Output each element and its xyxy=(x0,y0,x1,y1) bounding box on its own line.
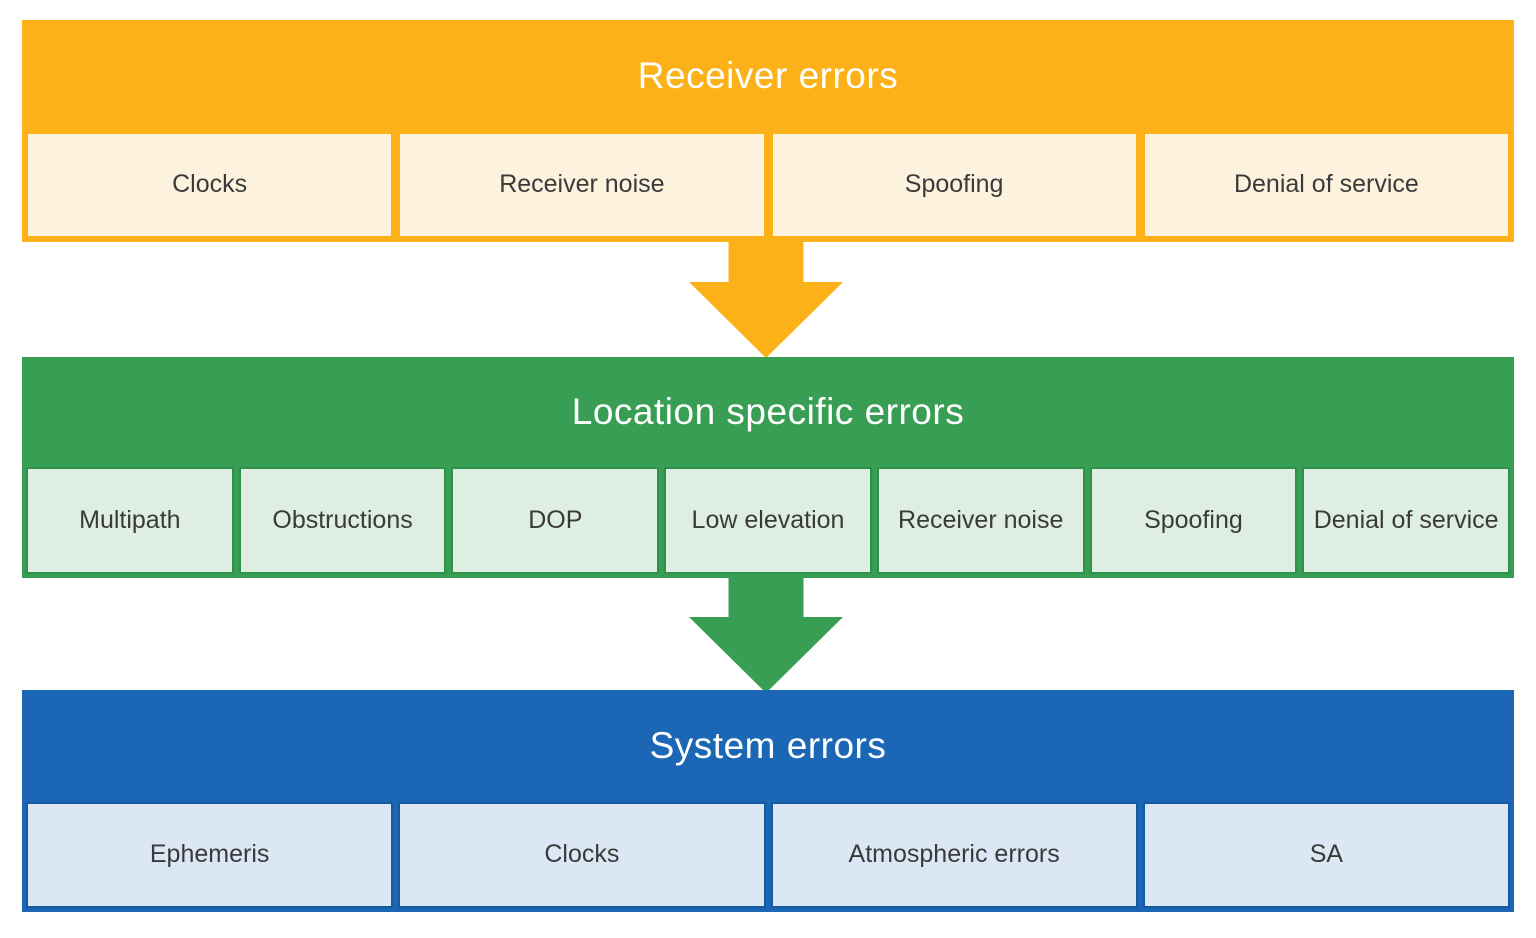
cell-dop: DOP xyxy=(451,467,660,574)
cell-clocks: Clocks xyxy=(398,802,766,908)
cell-denial-of-service: Denial of service xyxy=(1142,132,1510,238)
location-specific-errors-title: Location specific errors xyxy=(571,391,965,432)
cell-receiver-noise: Receiver noise xyxy=(398,132,766,238)
cell-multipath: Multipath xyxy=(26,467,234,574)
down-arrow-orange xyxy=(689,242,843,358)
receiver-errors-title: Receiver errors xyxy=(637,55,899,96)
cell-clocks: Clocks xyxy=(26,132,394,238)
cell-low-elevation: Low elevation xyxy=(664,467,872,574)
cell-spoofing: Spoofing xyxy=(770,132,1138,238)
receiver-errors-band: Receiver errors Clocks Receiver noise Sp… xyxy=(22,20,1514,242)
location-specific-errors-cells: Multipath Obstructions DOP Low elevation… xyxy=(26,467,1510,574)
cell-ephemeris: Ephemeris xyxy=(26,802,394,908)
location-specific-errors-band: Location specific errors Multipath Obstr… xyxy=(22,357,1514,578)
cell-obstructions: Obstructions xyxy=(238,467,447,574)
cell-atmospheric-errors: Atmospheric errors xyxy=(770,802,1138,908)
cell-sa: SA xyxy=(1142,802,1510,908)
cell-spoofing: Spoofing xyxy=(1089,467,1298,574)
cell-receiver-noise: Receiver noise xyxy=(876,467,1085,574)
down-arrow-green xyxy=(689,577,843,693)
system-errors-band: System errors Ephemeris Clocks Atmospher… xyxy=(22,690,1514,912)
receiver-errors-cells: Clocks Receiver noise Spoofing Denial of… xyxy=(26,132,1510,238)
system-errors-title: System errors xyxy=(649,725,887,766)
cell-denial-of-service: Denial of service xyxy=(1302,467,1510,574)
system-errors-cells: Ephemeris Clocks Atmospheric errors SA xyxy=(26,802,1510,908)
